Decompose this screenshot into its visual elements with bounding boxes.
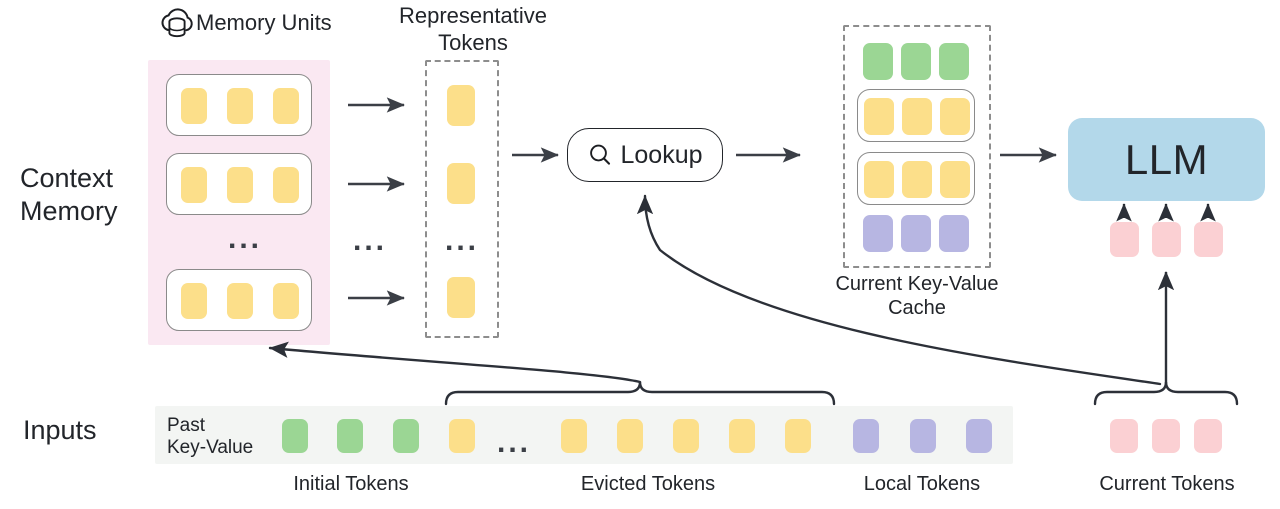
cloud-database-icon: [158, 6, 200, 53]
memory-token: [181, 88, 207, 124]
input-token-evicted: [729, 419, 755, 453]
row-label-context-memory: Context Memory: [20, 163, 118, 226]
header-representative-tokens: Representative Tokens: [399, 3, 547, 55]
memory-token: [273, 283, 299, 319]
representative-tokens-box: [425, 60, 499, 338]
memory-unit-card[interactable]: [166, 74, 312, 136]
input-token-evicted: [617, 419, 643, 453]
kv-cache-token: [939, 43, 969, 80]
kv-cache-token: [902, 161, 932, 198]
kv-cache-token: [864, 161, 894, 198]
brace-evicted-tokens: [444, 381, 836, 406]
memory-token: [227, 88, 253, 124]
input-token-current: [1152, 419, 1180, 453]
memory-token: [273, 167, 299, 203]
memory-token: [181, 283, 207, 319]
llm-label: LLM: [1124, 135, 1209, 183]
representative-token: [447, 277, 475, 318]
magnifier-icon: [587, 142, 613, 168]
kv-cache-token: [901, 43, 931, 80]
kv-cache-token: [863, 215, 893, 252]
kv-cache-token: [864, 98, 894, 135]
brace-current-tokens: [1093, 381, 1239, 406]
arrow-memory-to-representative: [348, 97, 405, 306]
input-token-local: [853, 419, 879, 453]
current-token-embedding: [1194, 222, 1223, 257]
input-token-evicted: [673, 419, 699, 453]
input-token-evicted: [785, 419, 811, 453]
input-token-evicted: [561, 419, 587, 453]
kv-cache-unit-card[interactable]: [857, 89, 975, 142]
kv-cache-token: [902, 98, 932, 135]
inputs-ellipsis: ...: [496, 426, 531, 459]
input-token-initial: [282, 419, 308, 453]
input-token-local: [910, 419, 936, 453]
arrow-evicted-to-context-memory: [268, 341, 642, 384]
current-token-embedding: [1152, 222, 1181, 257]
arrow-embeddings-to-llm: [1116, 203, 1216, 222]
current-token-embedding: [1110, 222, 1139, 257]
caption-current-kv-cache: Current Key-Value Cache: [835, 273, 999, 320]
input-token-current: [1110, 419, 1138, 453]
memory-token: [273, 88, 299, 124]
input-token-local: [966, 419, 992, 453]
kv-cache-token: [940, 98, 970, 135]
input-token-initial: [393, 419, 419, 453]
caption-local-tokens: Local Tokens: [863, 473, 981, 495]
input-token-current: [1194, 419, 1222, 453]
current-kv-cache-box: [843, 25, 991, 268]
caption-evicted-tokens: Evicted Tokens: [580, 473, 716, 495]
input-token-initial: [337, 419, 363, 453]
row-label-inputs: Inputs: [23, 415, 97, 445]
header-memory-units: Memory Units: [196, 10, 332, 35]
memory-unit-card[interactable]: [166, 153, 312, 215]
representative-tokens-ellipsis: ...: [444, 224, 479, 257]
kv-cache-token: [939, 215, 969, 252]
past-key-value-label: Past Key-Value: [167, 415, 254, 458]
memory-unit-card[interactable]: [166, 269, 312, 331]
memory-units-ellipsis: ...: [227, 222, 262, 255]
memory-token: [181, 167, 207, 203]
kv-cache-token: [901, 215, 931, 252]
memory-token: [227, 283, 253, 319]
kv-cache-token: [940, 161, 970, 198]
kv-cache-token: [863, 43, 893, 80]
caption-initial-tokens: Initial Tokens: [293, 473, 409, 495]
representative-token: [447, 163, 475, 204]
kv-cache-unit-card[interactable]: [857, 152, 975, 205]
lookup-node[interactable]: Lookup: [567, 128, 723, 182]
lookup-label: Lookup: [620, 140, 703, 169]
llm-node[interactable]: LLM: [1068, 118, 1265, 201]
input-token-evicted: [449, 419, 475, 453]
memory-token: [227, 167, 253, 203]
representative-token: [447, 85, 475, 126]
arrow-column-ellipsis: ...: [352, 224, 387, 257]
caption-current-tokens: Current Tokens: [1099, 473, 1235, 495]
